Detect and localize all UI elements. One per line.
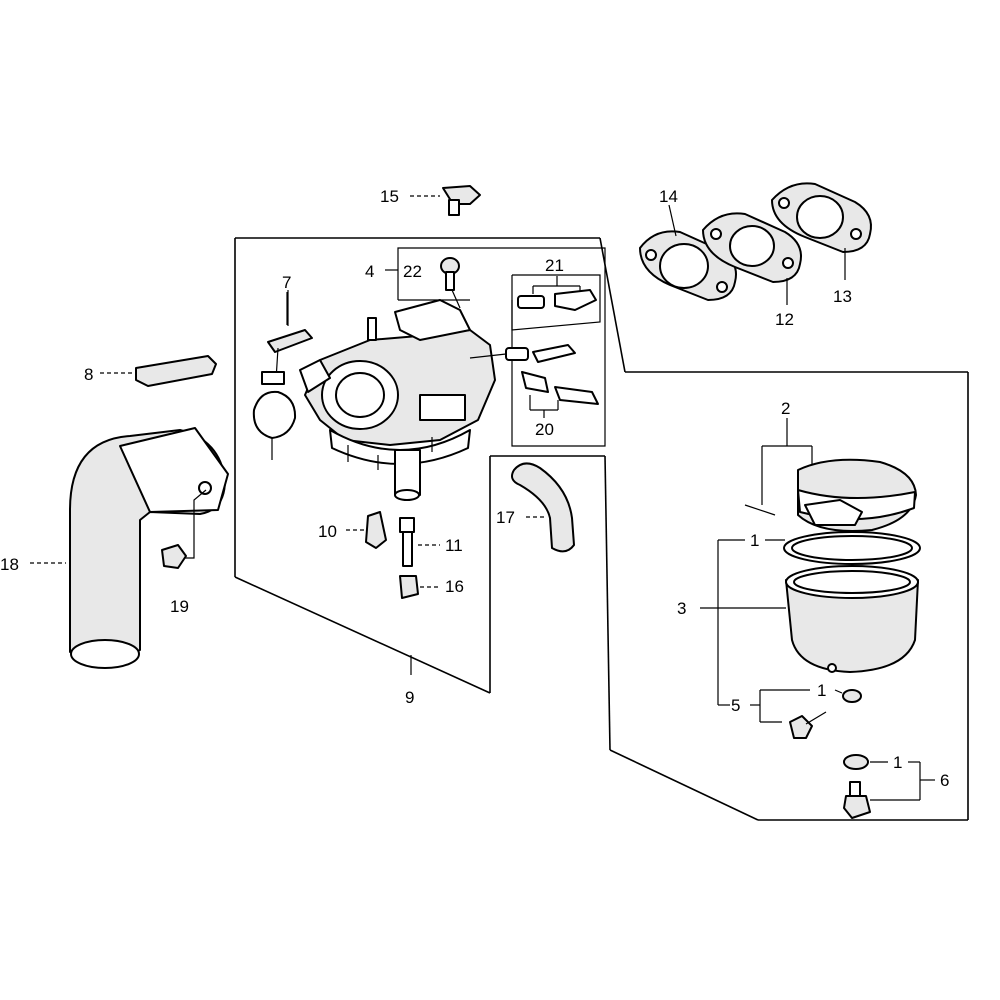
part-19-nut (161, 489, 207, 569)
callout-5: 5 (731, 696, 740, 715)
part-13-gasket (771, 182, 872, 253)
callout-11: 11 (445, 536, 463, 555)
callout-14: 14 (659, 187, 678, 206)
callout-1-washer-nut: 1 (893, 753, 902, 772)
callout-18: 18 (0, 555, 19, 574)
part-3-filter-case (783, 531, 921, 673)
kit-boxes (385, 247, 606, 447)
filter-leaders (700, 539, 786, 706)
callout-17: 17 (496, 508, 515, 527)
part-21-screws (517, 276, 597, 311)
carburetor-body (299, 299, 496, 501)
callout-22: 22 (403, 262, 422, 281)
callout-13: 13 (833, 287, 852, 306)
callout-8: 8 (84, 365, 93, 384)
part-15-screw (410, 185, 481, 216)
callout-19: 19 (170, 597, 189, 616)
callout-15: 15 (380, 187, 399, 206)
part-17-hose (511, 462, 575, 553)
callout-2: 2 (781, 399, 790, 418)
assembly-boundary-lines (234, 237, 969, 821)
part-11-main-jet (399, 517, 440, 567)
callout-6: 6 (940, 771, 949, 790)
callout-labels: 15 14 12 13 7 4 22 21 8 20 2 17 10 11 16… (0, 187, 949, 790)
part-18-elbow-duct (30, 427, 229, 669)
part-5-bolt (750, 689, 862, 739)
callout-1-seal: 1 (750, 531, 759, 550)
part-2-air-cleaner-cover (744, 418, 917, 532)
callout-12: 12 (775, 310, 794, 329)
callout-3: 3 (677, 599, 686, 618)
callout-20: 20 (535, 420, 554, 439)
part-20-screws (469, 344, 599, 418)
callout-21: 21 (545, 256, 564, 275)
part-22-screw (440, 257, 461, 309)
callout-1-washer-bolt: 1 (817, 681, 826, 700)
gasket-leaders (668, 204, 846, 305)
part-7-choke-lever (252, 292, 313, 460)
callout-10: 10 (318, 522, 337, 541)
part-12-gasket (702, 212, 802, 283)
part-16-jet (399, 575, 440, 599)
callout-9: 9 (405, 688, 414, 707)
part-8-link-rod (100, 355, 217, 387)
part-6-nut (843, 754, 935, 819)
callout-16: 16 (445, 577, 464, 596)
part-10-float-valve (346, 511, 387, 549)
callout-7: 7 (282, 273, 291, 292)
callout-4: 4 (365, 262, 374, 281)
